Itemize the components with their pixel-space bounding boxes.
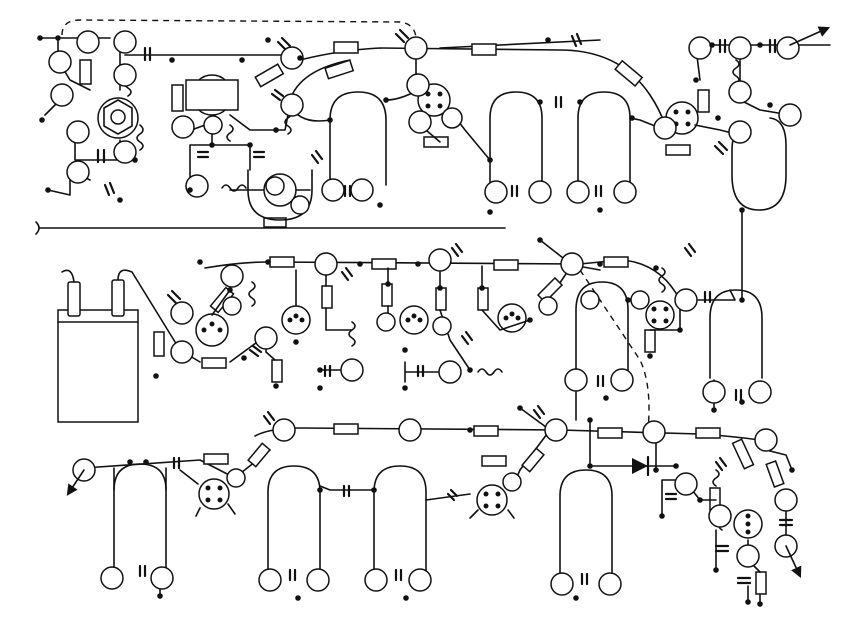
coil [226,124,234,142]
loop-coil [489,91,543,191]
coil [248,281,256,307]
tube-socket [497,303,527,333]
resistor [203,453,229,465]
loop-coil [329,91,387,186]
power-leads [61,269,181,351]
loop-coil [267,465,321,573]
arrow-lead [789,26,831,46]
resistor [333,423,359,435]
coil [348,321,356,347]
resistor [665,144,691,156]
motor-frame [185,79,239,111]
resistor [493,259,519,271]
resistor [477,287,489,311]
coil [658,267,666,293]
terminals-row-3 [72,418,798,596]
resistor [321,285,333,309]
tube-socket [198,478,230,510]
power-post [67,281,81,317]
terminals-row-1 [48,30,802,215]
tube-socket [195,313,229,347]
diode [632,458,648,474]
resistor [423,136,449,148]
dashed-link [579,269,650,431]
row-2-chassis [57,239,772,431]
resistor [269,256,295,268]
resistor [481,455,507,467]
resistor [247,442,271,468]
terminals-row-2 [170,248,772,404]
resistor [381,283,393,307]
resistor [153,331,165,357]
wire [319,361,715,421]
resistor [254,63,285,88]
coil [477,368,503,376]
loop-coil [559,469,613,577]
wire [629,44,791,136]
wire [179,469,515,519]
resistor [201,357,227,369]
dashed-link [61,19,417,46]
loop-coil [113,463,167,571]
coil [712,469,720,487]
resistor [765,460,785,488]
resistor [79,59,92,85]
resistor [697,89,710,113]
row-1-chassis [35,19,831,301]
arrow-lead [66,469,85,496]
resistor [644,329,656,353]
loop-coil [373,465,427,573]
loop-coil [709,289,763,379]
tube-socket [476,484,508,516]
tube-socket [97,97,139,139]
resistor [603,256,629,268]
coil [221,184,247,192]
resistor [471,43,497,56]
resistor [614,59,644,88]
resistor [521,447,545,473]
resistor [473,425,499,437]
resistor [755,571,767,595]
wire [254,427,761,441]
row-3-chassis [66,404,802,605]
capacitors-row-1 [96,28,777,198]
power-post [111,279,125,317]
wire [247,169,313,221]
resistor [324,59,355,80]
wire [299,47,666,126]
tube-socket [399,305,429,335]
resistor [435,287,447,311]
resistor [271,359,283,383]
resistor [536,276,564,304]
coil [732,59,740,85]
resistor [371,258,397,270]
arrow-lead [785,545,802,579]
resistor [333,41,359,54]
coil [136,124,144,151]
tube-socket [645,300,675,330]
resistor [263,217,287,228]
resistor [695,427,721,439]
wire [289,89,419,122]
resistor [731,438,755,470]
tube-socket [281,305,311,335]
ground-symbol [35,221,40,235]
resistor [171,84,184,112]
resistor [597,427,623,439]
junction-dots [37,35,795,607]
power-box [57,309,139,423]
loop-coil [577,91,631,191]
wire [715,529,761,605]
tube-socket [733,509,763,539]
